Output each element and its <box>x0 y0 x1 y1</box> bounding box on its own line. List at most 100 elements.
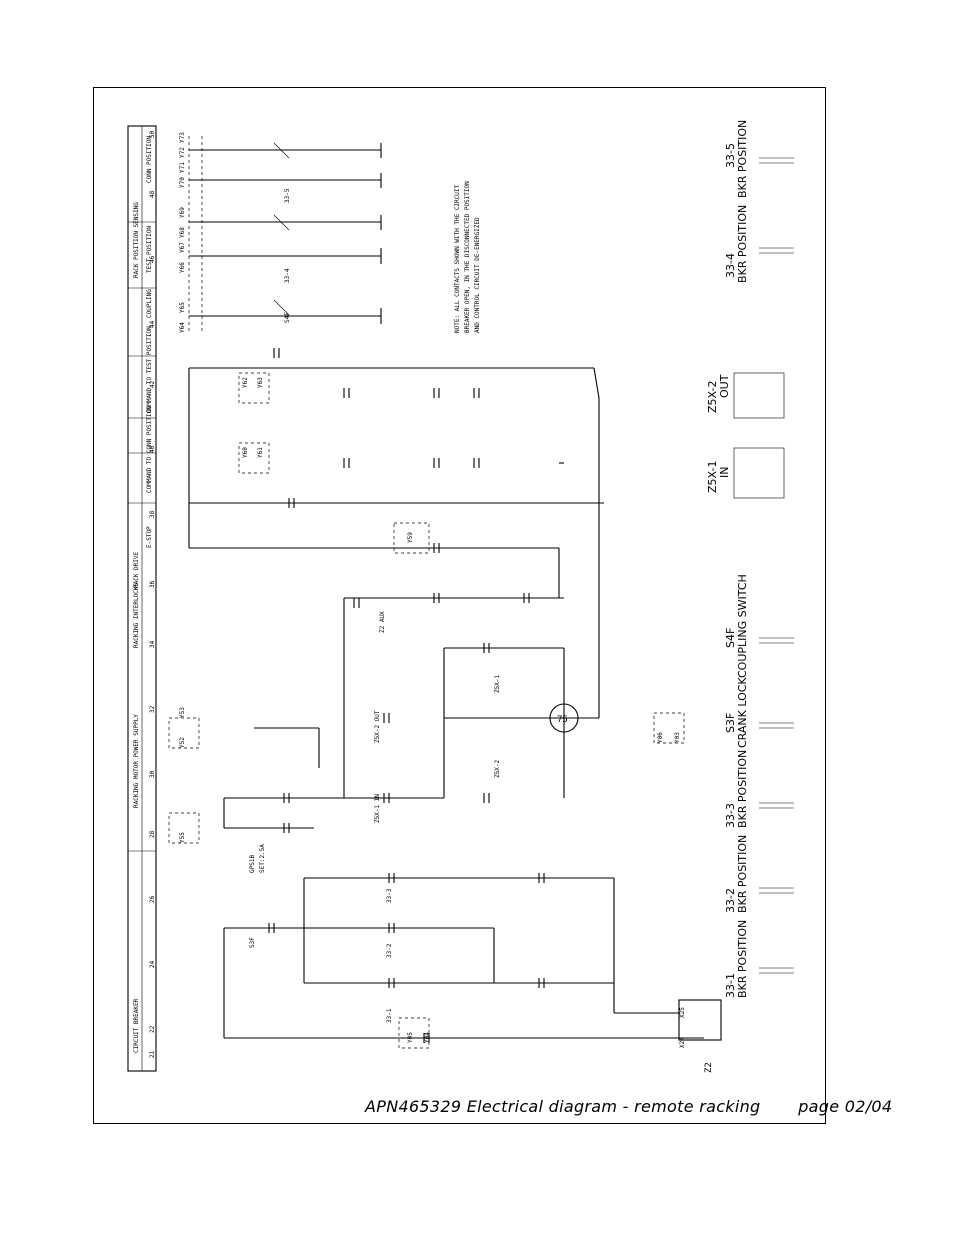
label-y59: Y59 <box>407 532 414 543</box>
coil-boxes <box>168 372 685 1049</box>
col-21: 21 <box>149 1050 156 1058</box>
legend-33-4-title: 33-4 <box>724 253 737 278</box>
legend-33-2-title: 33-2 <box>724 888 737 913</box>
legend-s3f-subtitle: CRANK LOCK <box>736 677 749 748</box>
label-y71: Y71 <box>179 162 186 173</box>
header-conn-pos: CONN POSITION <box>146 136 153 183</box>
col-34: 34 <box>149 640 156 648</box>
label-y06: Y06 <box>657 732 664 743</box>
note-block: NOTE: ALL CONTACTS SHOWN WITH THE CIRCUI… <box>454 181 481 333</box>
label-33-1: 33-1 <box>386 1008 393 1023</box>
col-44: 44 <box>149 320 156 328</box>
label-z5x2: Z5X-2 <box>494 760 501 778</box>
note-line-2: BREAKER OPEN, IN THE DISCONNECTED POSITI… <box>464 181 471 333</box>
legend-33-3-title: 33-3 <box>724 803 737 828</box>
legend-s4f: S4F COUPLING SWITCH <box>724 574 794 678</box>
legend-z5x2-title: Z5X-2 <box>706 381 719 414</box>
electrical-schematic: CIRCUIT BREAKER RACKING MOTOR POWER SUPP… <box>127 120 794 1073</box>
header-cmd-test: COMMAND TO TEST POSITION <box>146 326 153 413</box>
header-cmd-conn: COMMAND TO CONN POSITION <box>146 406 153 493</box>
label-y65: Y65 <box>179 302 186 313</box>
drawing-caption: APN465329 Electrical diagram - remote ra… <box>365 1097 893 1116</box>
legend-z5x1-subtitle: IN <box>718 467 731 478</box>
legend-33-1: 33-1 BKR POSITION <box>724 920 794 998</box>
legend-s3f: S3F CRANK LOCK <box>724 677 794 748</box>
label-y67: Y67 <box>179 242 186 253</box>
contact-labels: Z5X-1 IN Z5X-2 OUT Z5X-1 Z5X-2 33-1 33-2… <box>179 132 681 1043</box>
col-24: 24 <box>149 960 156 968</box>
label-33-4: 33-4 <box>284 268 291 283</box>
label-y04: Y04 <box>424 1032 431 1043</box>
contacts <box>268 348 545 1043</box>
header-interlocks: RACKING INTERLOCKS <box>133 583 140 648</box>
label-y61: Y61 <box>257 447 264 458</box>
header-strip <box>127 125 157 1072</box>
legend-z5x2: Z5X-2 OUT <box>706 372 785 419</box>
col-42: 42 <box>149 380 156 388</box>
label-33-3: 33-3 <box>386 888 393 903</box>
label-y05: Y05 <box>407 1032 414 1043</box>
label-s3f: S3F <box>249 937 256 948</box>
label-y63: Y63 <box>257 377 264 388</box>
legend-33-1-subtitle: BKR POSITION <box>736 920 749 998</box>
col-32: 32 <box>149 705 156 713</box>
legend-z5x1: Z5X-1 IN <box>706 447 785 499</box>
legend-33-5-title: 33-5 <box>724 143 737 168</box>
label-y72: Y72 <box>179 147 186 158</box>
drawing-sheet: CIRCUIT BREAKER RACKING MOTOR POWER SUPP… <box>93 87 826 1124</box>
label-y69: Y69 <box>179 207 186 218</box>
legend-33-2: 33-2 BKR POSITION <box>724 835 794 913</box>
rack-motor-symbol <box>549 703 579 733</box>
note-line-1: NOTE: ALL CONTACTS SHOWN WITH THE CIRCUI… <box>454 185 461 333</box>
control-wiring <box>188 367 604 829</box>
legend-s3f-title: S3F <box>724 713 737 733</box>
label-y52: Y52 <box>179 737 186 748</box>
col-22: 22 <box>149 1025 156 1033</box>
header-rack-drive: RACK DRIVE <box>133 551 140 588</box>
label-33-2: 33-2 <box>386 943 393 958</box>
label-y53: Y53 <box>179 707 186 718</box>
label-y66: Y66 <box>179 262 186 273</box>
col-40: 40 <box>149 445 156 453</box>
legend-33-2-subtitle: BKR POSITION <box>736 835 749 913</box>
label-33-5: 33-5 <box>284 188 291 203</box>
col-28: 28 <box>149 830 156 838</box>
col-38: 38 <box>149 510 156 518</box>
label-y60: Y60 <box>242 447 249 458</box>
header-estop: E-STOP <box>146 526 153 548</box>
legend-33-4: 33-4 BKR POSITION <box>724 205 794 283</box>
label-y73: Y73 <box>179 132 186 143</box>
legend-33-3-subtitle: BKR POSITION <box>736 750 749 828</box>
col-36: 36 <box>149 580 156 588</box>
header-coupling: COUPLING <box>146 289 153 318</box>
legend-33-5-subtitle: BKR POSITION <box>736 120 749 198</box>
gps-setting-label: SET:2.5A <box>259 844 266 873</box>
z2-aux-label: Z2 AUX <box>379 611 386 633</box>
header-circuit-breaker: CIRCUIT BREAKER <box>133 998 140 1053</box>
label-y70: Y70 <box>179 177 186 188</box>
label-y68: Y68 <box>179 227 186 238</box>
legend-33-1-title: 33-1 <box>724 973 737 998</box>
col-50: 50 <box>149 130 156 138</box>
col-26: 26 <box>149 895 156 903</box>
label-z5x1: Z5X-1 <box>494 675 501 693</box>
rack-motor-label: 75 <box>557 715 568 725</box>
legend-s4f-subtitle: COUPLING SWITCH <box>736 574 749 678</box>
column-numbers: 21 22 24 26 28 30 32 34 36 38 40 42 44 4… <box>149 130 156 1058</box>
legend-z5x2-subtitle: OUT <box>718 374 731 398</box>
label-z5x1-in: Z5X-1 IN <box>374 794 381 823</box>
z2-label: Z2 <box>704 1062 714 1073</box>
note-line-3: AND CONTROL CIRCUIT DE-ENERGIZED <box>474 217 481 333</box>
z2-device-box <box>678 999 722 1041</box>
label-y62: Y62 <box>242 377 249 388</box>
col-48: 48 <box>149 190 156 198</box>
legend-z5x1-title: Z5X-1 <box>706 461 719 494</box>
sensing-rails <box>188 136 382 333</box>
label-y64: Y64 <box>179 322 186 333</box>
col-46: 46 <box>149 255 156 263</box>
legend-s4f-title: S4F <box>724 628 737 648</box>
gps-label: GPS1B <box>249 855 256 873</box>
legend-33-5: 33-5 BKR POSITION <box>724 120 794 198</box>
label-s4f: S4F <box>284 312 291 323</box>
x24-label: X24 <box>679 1037 686 1048</box>
